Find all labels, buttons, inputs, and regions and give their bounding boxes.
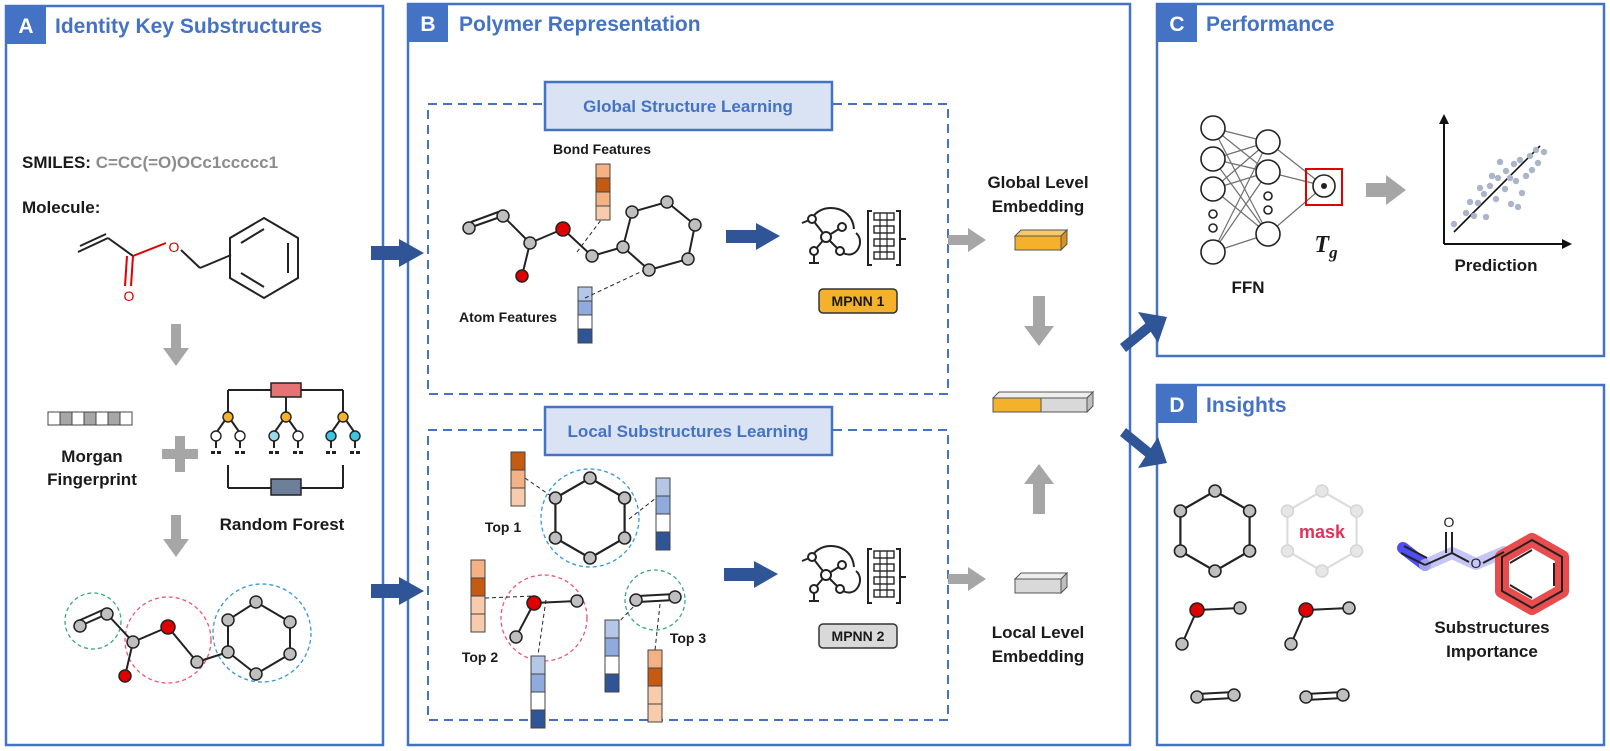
panel-a-frame <box>4 4 385 747</box>
local-learning-label: Local Substructures Learning <box>568 422 809 441</box>
atom-features-label: Atom Features <box>459 309 557 325</box>
molecule-structure <box>77 216 299 300</box>
mpnn1-badge <box>818 288 898 314</box>
global-embedding-block <box>1013 228 1069 252</box>
arrow-gray-right-local <box>948 567 986 591</box>
panel-b-frame <box>406 2 1132 747</box>
importance-carbonyl-oxygen: O <box>1444 514 1455 530</box>
top1-substructure <box>524 468 657 568</box>
random-forest-leaves <box>211 451 360 454</box>
substructure-graph-a <box>64 583 312 684</box>
local-embedding-label-1: Local Level <box>992 623 1085 642</box>
mpnn2-network-icon <box>801 545 907 604</box>
local-learning-dashed-box <box>427 429 949 721</box>
arrow-gray-right-global <box>948 228 986 252</box>
top2-atom-vector <box>530 655 546 729</box>
importance-ester-oxygen: O <box>1471 555 1482 571</box>
arrow-a-to-b-bottom <box>371 577 424 605</box>
panel-d-letter: D <box>1169 394 1184 417</box>
importance-molecule <box>1397 532 1569 615</box>
random-forest-nodes <box>210 411 361 442</box>
mpnn2-badge <box>818 623 898 649</box>
insight-vinyl-fragment-2 <box>1299 688 1350 704</box>
arrow-gray-down-merge <box>1024 296 1054 346</box>
importance-label-2: Importance <box>1446 642 1538 661</box>
arrow-gray-to-prediction <box>1366 175 1406 205</box>
arrow-down-a2 <box>163 515 189 557</box>
panel-d-frame <box>1155 383 1606 747</box>
local-learning-label-box <box>543 405 834 457</box>
global-learning-label: Global Structure Learning <box>583 97 793 116</box>
tg-label: Tg <box>1314 232 1338 262</box>
panel-b-title: Polymer Representation <box>459 13 701 36</box>
morgan-label-1: Morgan <box>61 447 122 466</box>
panel-c-title: Performance <box>1206 13 1334 36</box>
atom-features-vector <box>577 286 593 344</box>
top2-bond-vector <box>470 559 486 633</box>
panel-c-letter: C <box>1169 13 1184 36</box>
ffn-label: FFN <box>1231 278 1264 297</box>
top1-vector-tail <box>510 487 526 507</box>
arrow-down-a1 <box>163 324 189 366</box>
random-forest-label: Random Forest <box>220 515 345 534</box>
global-learning-dashed-box <box>427 103 949 395</box>
bond-features-vector <box>595 163 611 221</box>
mpnn1-network-icon <box>801 207 907 266</box>
panel-d-letter-box <box>1157 385 1197 423</box>
top1-label: Top 1 <box>485 519 522 535</box>
insight-vinyl-fragment <box>1190 688 1241 704</box>
importance-label-1: Substructures <box>1434 618 1549 637</box>
global-molecule-graph <box>462 195 702 299</box>
local-embedding-block <box>1013 571 1069 595</box>
insight-ring <box>1173 483 1257 579</box>
panel-c-letter-box <box>1157 4 1197 42</box>
global-embedding-label-2: Embedding <box>992 197 1085 216</box>
insight-ester-fragment <box>1175 601 1247 651</box>
prediction-label: Prediction <box>1454 256 1537 275</box>
arrow-to-mpnn1 <box>726 223 780 250</box>
top3-label: Top 3 <box>670 630 707 646</box>
plus-icon <box>162 436 198 472</box>
bond-features-label: Bond Features <box>553 141 651 157</box>
top3-bond-vector <box>647 649 663 723</box>
top3-atom-vector <box>604 619 620 693</box>
random-forest-top-node <box>270 382 302 398</box>
mpnn2-label: MPNN 2 <box>832 628 885 644</box>
morgan-label-2: Fingerprint <box>47 470 137 489</box>
arrow-gray-up-merge <box>1024 464 1054 514</box>
top1-atom-vector <box>655 477 671 551</box>
panel-a-letter: A <box>18 15 33 38</box>
arrow-a-to-b-top <box>371 239 424 267</box>
mask-label: mask <box>1299 522 1346 542</box>
mpnn1-label: MPNN 1 <box>832 293 885 309</box>
global-learning-label-box <box>543 80 834 132</box>
smiles-value: C=CC(=O)OCc1ccccc1 <box>96 153 278 172</box>
combined-embedding-block <box>991 390 1095 414</box>
morgan-fingerprint-bar <box>47 411 133 426</box>
top3-substructure <box>614 569 686 651</box>
top2-substructure <box>484 574 588 662</box>
panel-b-letter-box <box>408 4 448 42</box>
molecule-label: Molecule: <box>22 198 100 217</box>
panel-a-letter-box <box>6 6 46 44</box>
insight-ester-fragment-2 <box>1284 601 1356 651</box>
local-embedding-label-2: Embedding <box>992 647 1085 666</box>
arrow-to-mpnn2 <box>724 561 778 588</box>
random-forest-bottom-node <box>270 478 302 496</box>
panel-a-title: Identity Key Substructures <box>55 15 322 38</box>
ffn-network <box>1200 115 1343 265</box>
molecule-ester-oxygen: O <box>169 239 180 255</box>
prediction-plot <box>1439 114 1572 249</box>
molecule-carbonyl-oxygen: O <box>124 288 135 304</box>
smiles-label: SMILES: C=CC(=O)OCc1ccccc1 <box>22 153 278 172</box>
panel-b-letter: B <box>420 13 435 36</box>
top2-label: Top 2 <box>462 649 499 665</box>
arrow-b-to-d <box>1120 428 1167 468</box>
panel-c-frame <box>1155 2 1606 358</box>
global-embedding-label-1: Global Level <box>987 173 1088 192</box>
panel-d-title: Insights <box>1206 394 1287 417</box>
arrow-b-to-c <box>1120 312 1167 352</box>
